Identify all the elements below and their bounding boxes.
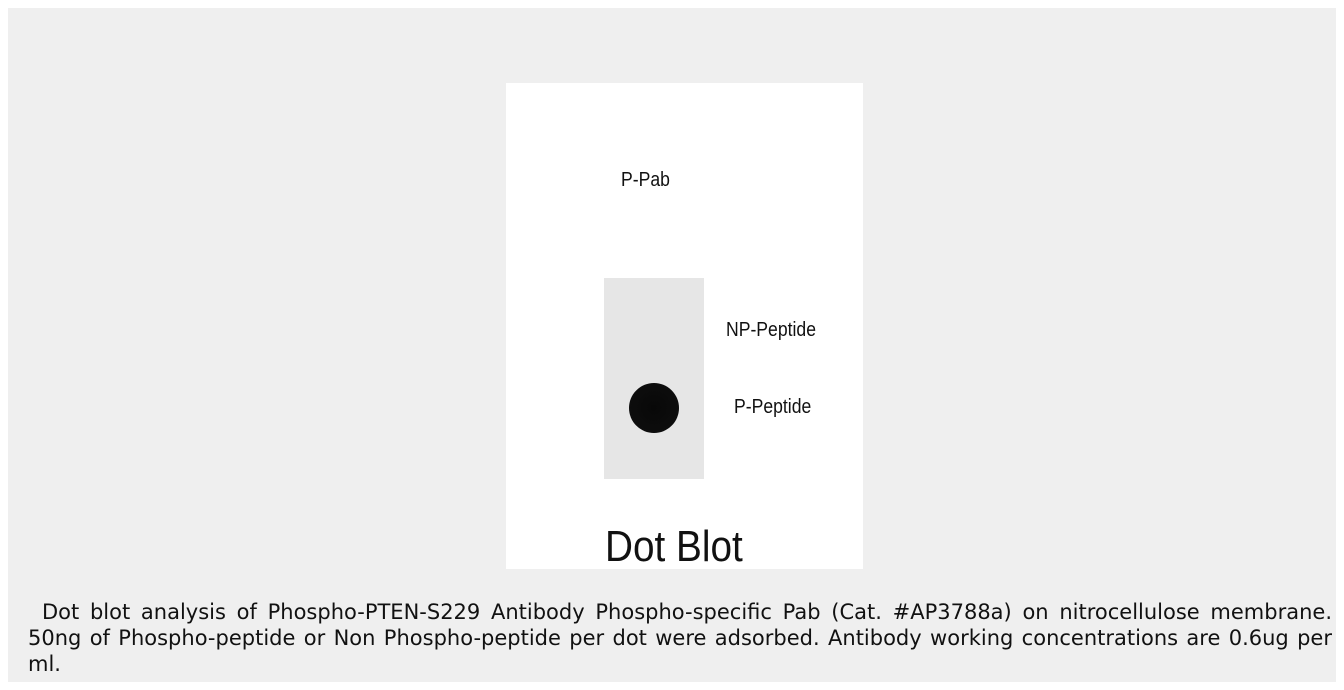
p-peptide-label: P-Peptide [734, 396, 812, 418]
antibody-label: P-Pab [621, 169, 670, 191]
figure-title: Dot Blot [605, 522, 743, 571]
np-peptide-label: NP-Peptide [726, 319, 817, 341]
dot-blot-image: P-Pab NP-Peptide P-Peptide Dot Blot [506, 83, 863, 571]
figure-caption: Dot blot analysis of Phospho-PTEN-S229 A… [28, 600, 1332, 676]
p-peptide-dot [629, 383, 679, 433]
membrane-strip [604, 278, 704, 479]
figure-panel: P-Pab NP-Peptide P-Peptide Dot Blot Dot … [8, 8, 1336, 682]
